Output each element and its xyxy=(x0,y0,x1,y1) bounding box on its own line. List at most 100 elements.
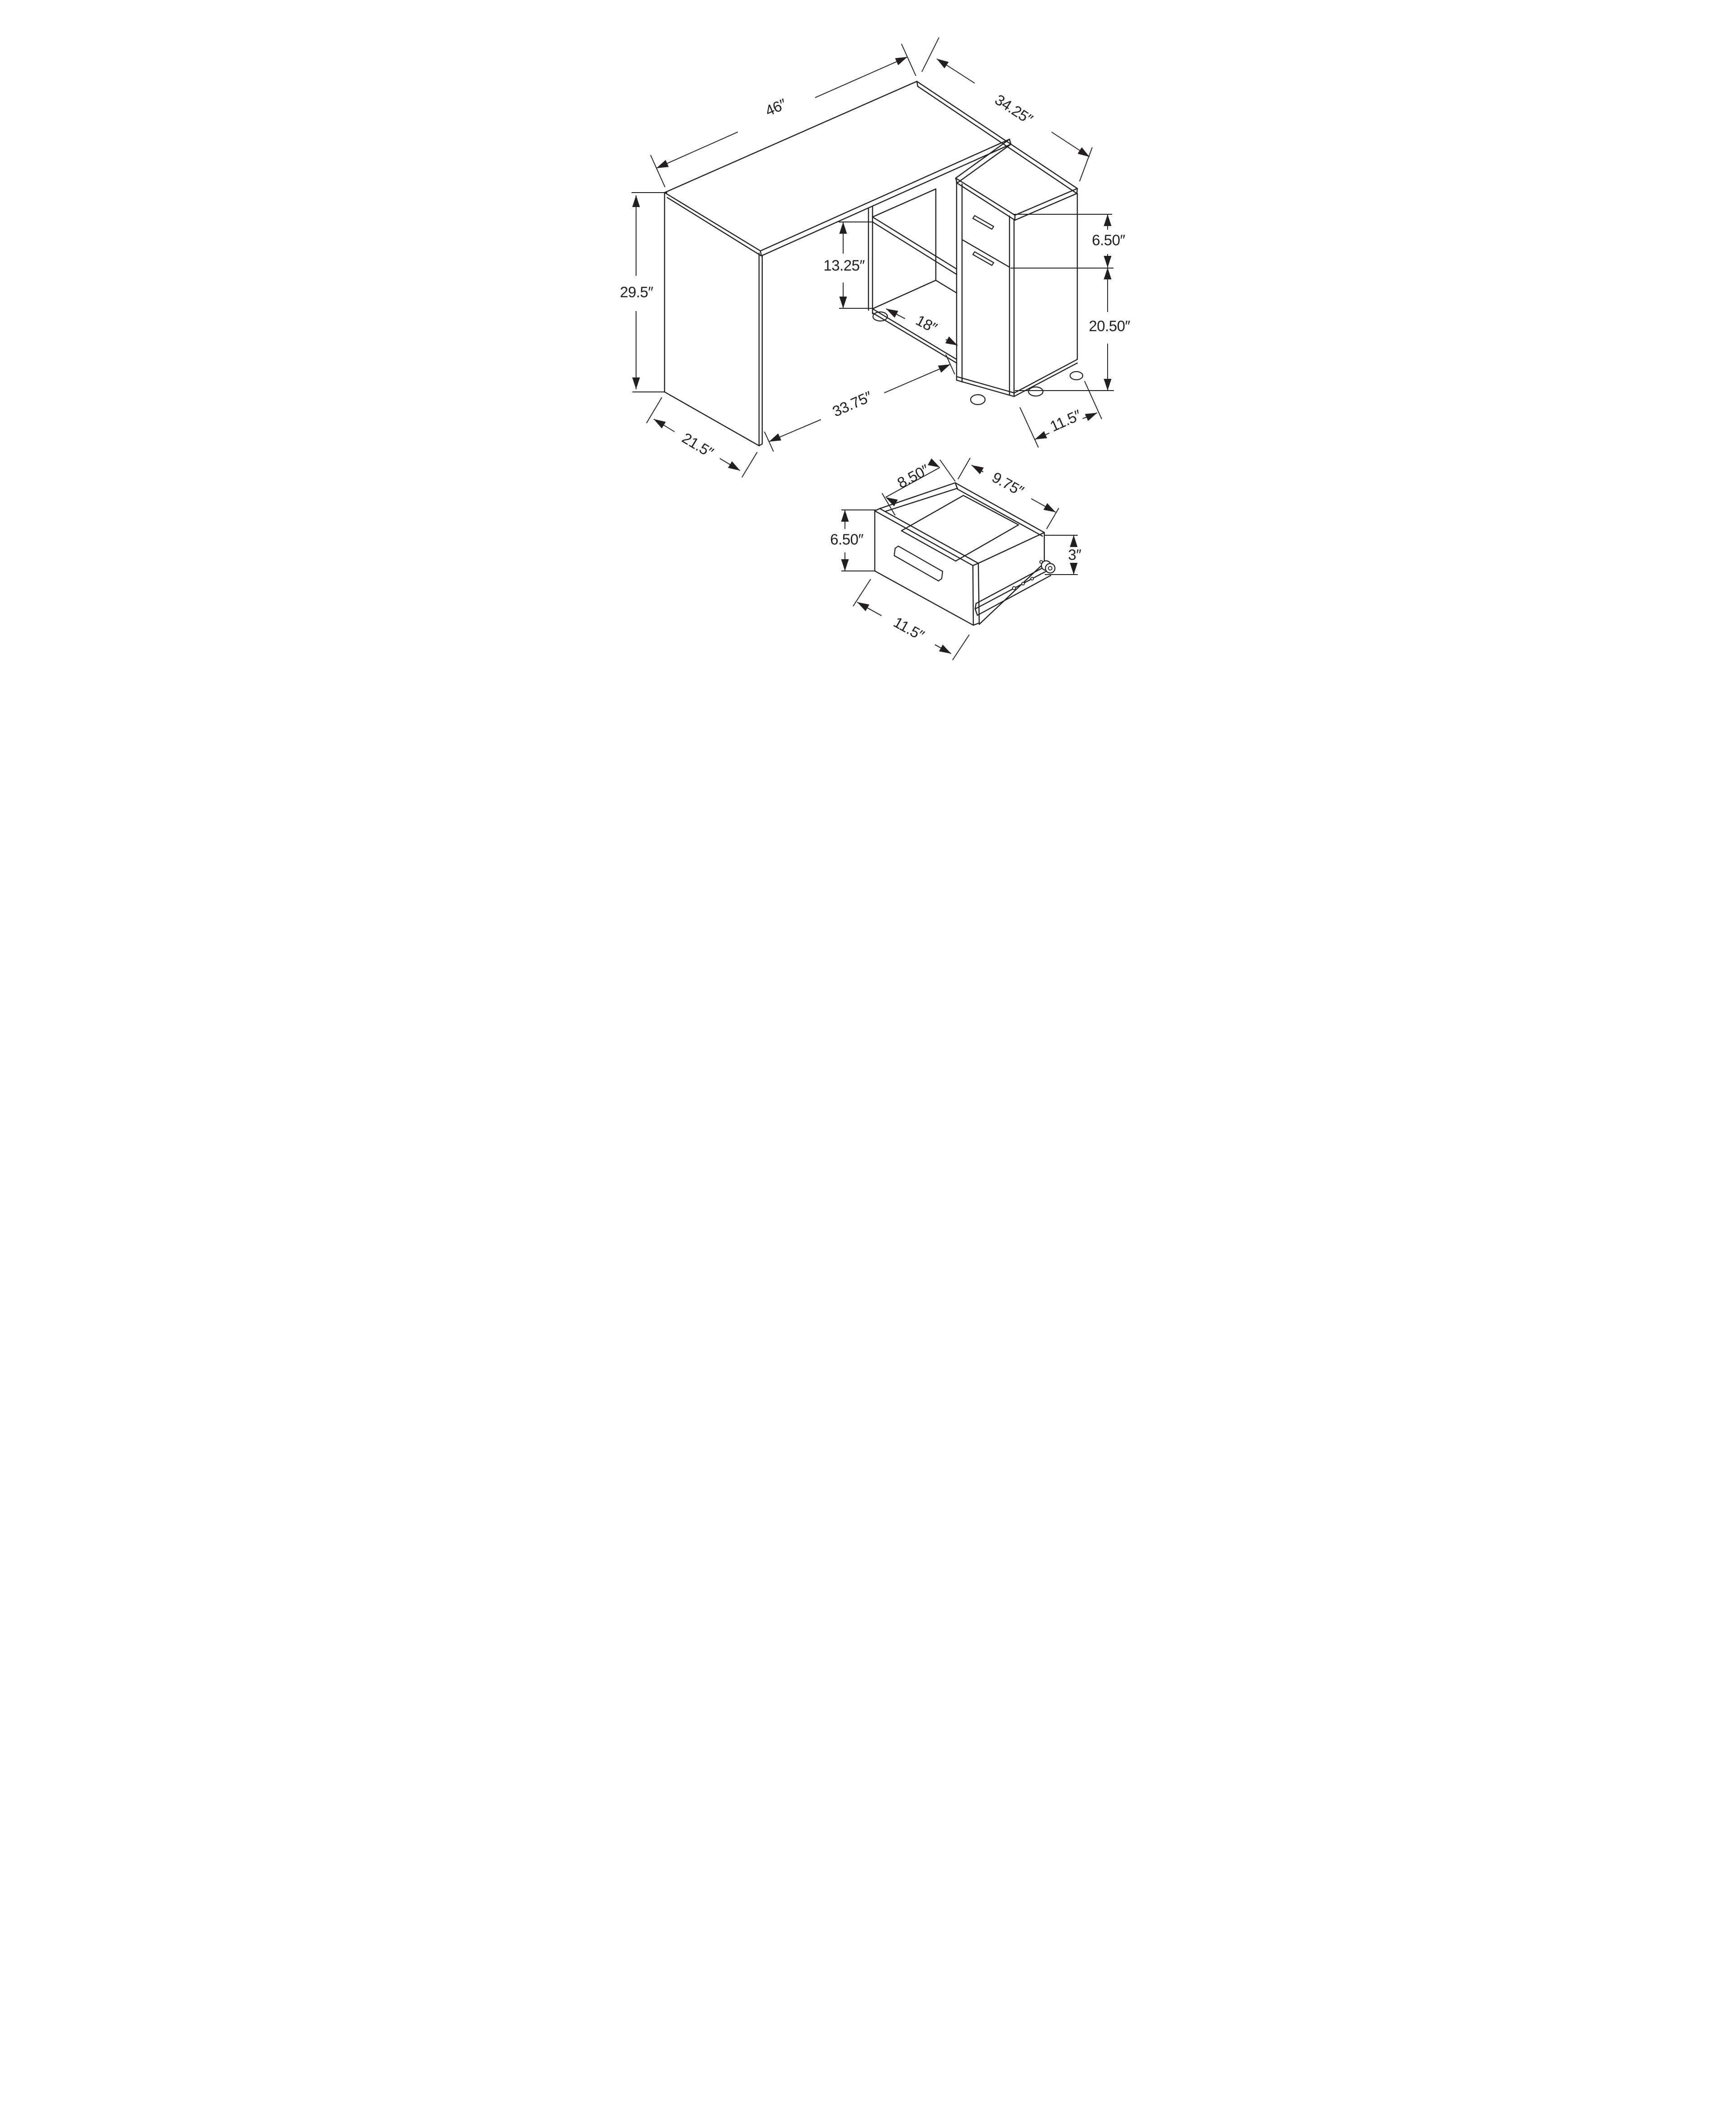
furniture-edge xyxy=(760,250,762,257)
adjustable-foot xyxy=(1028,386,1044,397)
slide-rail-wheel-part xyxy=(1030,577,1034,580)
dimension-arrowhead xyxy=(895,57,907,66)
furniture-edge xyxy=(1014,193,1078,221)
furniture-edge xyxy=(975,565,1048,604)
adjustable-foot xyxy=(970,394,986,406)
dimension-line xyxy=(1084,381,1102,420)
furniture-edge xyxy=(872,188,937,218)
dimension-arrowhead xyxy=(1077,147,1090,157)
furniture-outline xyxy=(664,80,1078,626)
dimension-line xyxy=(646,397,662,424)
handles-and-hardware xyxy=(893,215,995,582)
dimension-arrowhead xyxy=(841,559,849,571)
furniture-edge xyxy=(901,495,964,532)
furniture-edge xyxy=(974,603,977,610)
dimension-arrowhead xyxy=(632,195,640,207)
dimension-line xyxy=(741,452,758,478)
dimension-arrowhead xyxy=(928,458,940,467)
furniture-edge xyxy=(666,197,762,257)
dimension-line xyxy=(884,364,951,393)
furniture-edge xyxy=(956,376,1015,394)
furniture-edge xyxy=(956,379,1015,397)
dimension-arrowhead xyxy=(938,364,950,373)
diagram-page: 46″34.25″29.5″13.25″18″6.50″20.50″33.75″… xyxy=(579,0,1157,703)
dimension-label-s1325: 13.25″ xyxy=(823,257,865,274)
furniture-edge xyxy=(760,143,1012,257)
furniture-edge xyxy=(758,443,763,447)
dimension-arrowheads xyxy=(632,57,1112,654)
furniture-edge xyxy=(901,530,957,562)
dimension-line xyxy=(939,459,956,482)
dimension-label-c650: 6.50″ xyxy=(1092,232,1125,249)
furniture-edge xyxy=(872,216,958,270)
dimension-arrowhead xyxy=(972,465,984,474)
canvas-background xyxy=(579,0,1157,703)
dimension-arrowhead xyxy=(839,222,847,234)
furniture-edge xyxy=(760,138,1010,252)
furniture-edge xyxy=(874,570,974,626)
drawer-detail-handle xyxy=(893,545,943,582)
dimension-arrowhead xyxy=(1085,413,1097,421)
furniture-edge xyxy=(974,569,1050,610)
dimension-label-dr3: 3″ xyxy=(1068,547,1081,563)
dimension-arrowhead xyxy=(857,602,869,611)
dimension-line xyxy=(952,634,970,660)
furniture-feet xyxy=(872,311,1084,406)
dimension-line xyxy=(958,457,971,480)
furniture-edge xyxy=(879,508,979,564)
furniture-edge xyxy=(872,279,937,310)
drawer-slide-hardware xyxy=(1012,560,1056,590)
adjustable-foot xyxy=(1069,371,1084,381)
furniture-edge xyxy=(916,80,1078,189)
dimension-arrowhead xyxy=(886,309,898,318)
furniture-edge xyxy=(916,80,919,87)
dimension-arrowhead xyxy=(1104,268,1112,279)
furniture-edge xyxy=(977,532,1045,564)
dimension-line xyxy=(1019,407,1039,448)
furniture-edge xyxy=(976,575,1052,616)
furniture-edge xyxy=(961,239,1010,268)
furniture-edge xyxy=(1014,358,1078,394)
dimension-arrowhead xyxy=(1043,503,1056,512)
dimension-arrowhead xyxy=(632,377,640,389)
furniture-edge xyxy=(1014,188,1078,216)
dimension-line xyxy=(656,132,738,169)
dimension-line xyxy=(885,467,940,498)
dimension-arrowhead xyxy=(841,510,849,522)
dimension-line xyxy=(650,155,665,188)
furniture-edge xyxy=(874,510,974,566)
adjustable-foot xyxy=(872,311,888,322)
desk-dimension-diagram: 46″34.25″29.5″13.25″18″6.50″20.50″33.75″… xyxy=(579,0,1157,703)
dimension-arrowhead xyxy=(1104,379,1112,391)
slide-rail-wheel-part xyxy=(1048,566,1052,571)
cabinet-drawer-handle xyxy=(972,215,995,230)
dimension-arrowhead xyxy=(1104,256,1112,268)
dimension-label-c2050: 20.50″ xyxy=(1089,318,1130,335)
furniture-edge xyxy=(664,80,918,193)
furniture-edge xyxy=(955,524,1019,562)
dimension-arrowhead xyxy=(1070,535,1078,547)
dimension-arrowhead xyxy=(939,645,951,654)
slide-rail-wheel-part xyxy=(1012,586,1016,590)
furniture-edge xyxy=(954,482,1045,533)
furniture-edge xyxy=(974,608,978,616)
dimension-arrowhead xyxy=(1070,563,1078,575)
dimension-arrowhead xyxy=(1104,214,1112,226)
furniture-edge xyxy=(872,308,958,360)
dimension-line xyxy=(1046,508,1059,529)
dimension-arrowhead xyxy=(769,433,782,442)
dimension-line xyxy=(901,43,916,76)
furniture-edge xyxy=(954,482,958,490)
dimension-arrowhead xyxy=(1035,431,1047,439)
furniture-edge xyxy=(955,138,1010,179)
slide-rail-wheel-part xyxy=(1039,560,1043,564)
furniture-edge xyxy=(872,221,958,275)
furniture-edge xyxy=(972,562,979,566)
furniture-edge xyxy=(664,192,761,252)
dimension-label-dr650: 6.50″ xyxy=(830,531,863,548)
dimension-line xyxy=(921,37,939,72)
dimension-line xyxy=(1079,147,1093,182)
furniture-edge xyxy=(956,182,1016,221)
dimension-arrowhead xyxy=(945,336,958,345)
dimension-line xyxy=(853,579,871,607)
